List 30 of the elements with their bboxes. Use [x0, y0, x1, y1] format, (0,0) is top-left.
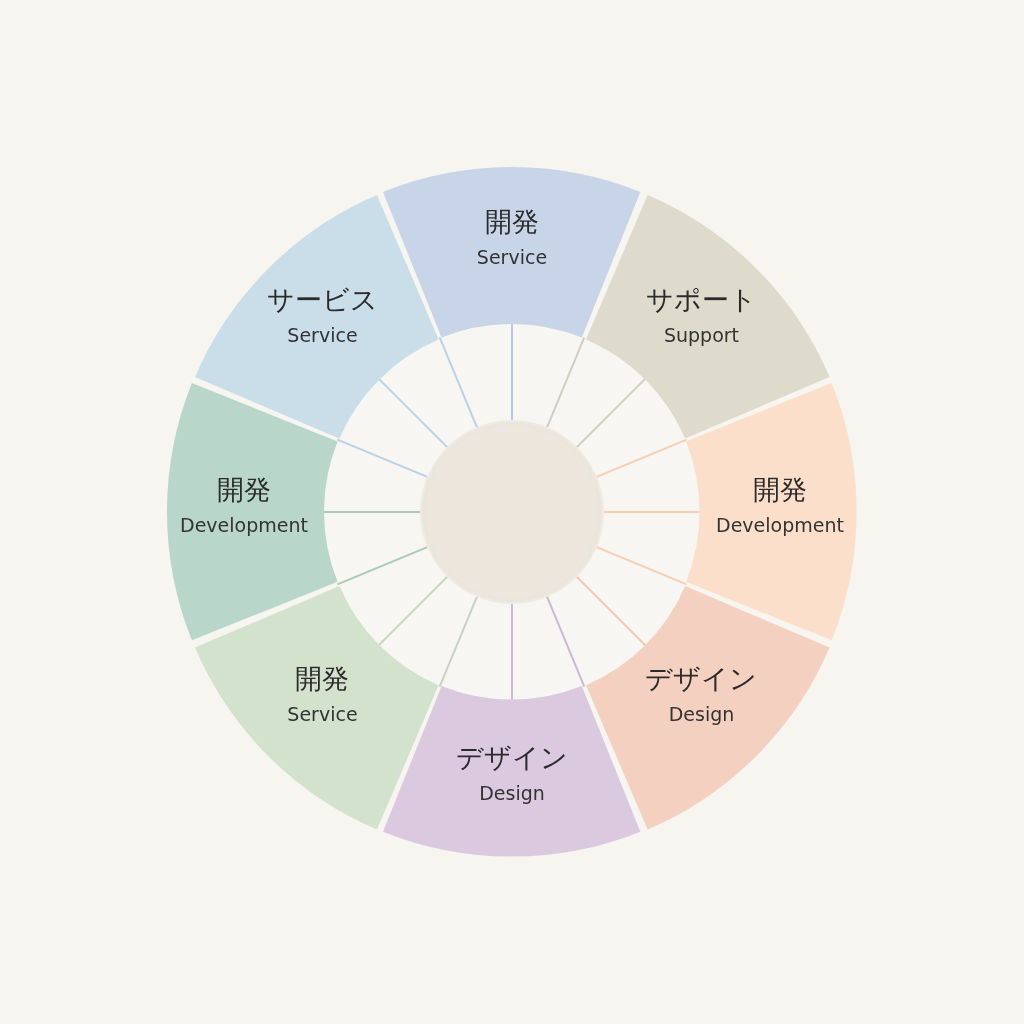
spoke-line	[595, 545, 688, 586]
segment-subtitle: Development	[180, 514, 308, 536]
segment-subtitle: Service	[287, 703, 358, 726]
spoke-line	[377, 575, 449, 647]
segment-subtitle: Service	[476, 246, 548, 268]
spoke-line	[377, 377, 449, 449]
spoke-line	[545, 336, 586, 429]
segment-title: デザイン	[456, 741, 568, 775]
segment-subtitle: Service	[287, 324, 358, 347]
segment-title: デザイン	[645, 662, 758, 697]
spoke-line	[595, 438, 688, 479]
spoke-line	[336, 545, 429, 586]
spoke-line	[575, 377, 647, 449]
spoke-line	[438, 336, 479, 429]
segment-title: サポート	[646, 283, 757, 318]
segment-subtitle: Design	[668, 703, 735, 726]
spoke-line	[511, 322, 513, 422]
spoke-line	[438, 595, 479, 688]
segment-title: 開発	[295, 662, 350, 697]
spoke-line	[511, 602, 513, 702]
spoke-line	[545, 595, 586, 688]
segment-title: 開発	[217, 473, 271, 507]
segment-subtitle: Design	[479, 782, 545, 804]
segment-subtitle: Development	[716, 514, 844, 536]
spoke-line	[575, 575, 647, 647]
spoke-line	[336, 438, 429, 479]
segment-title: 開発	[485, 205, 539, 239]
segment-title: サービス	[267, 283, 378, 318]
segment-subtitle: Support	[663, 324, 740, 347]
segment-title: 開発	[753, 473, 807, 507]
